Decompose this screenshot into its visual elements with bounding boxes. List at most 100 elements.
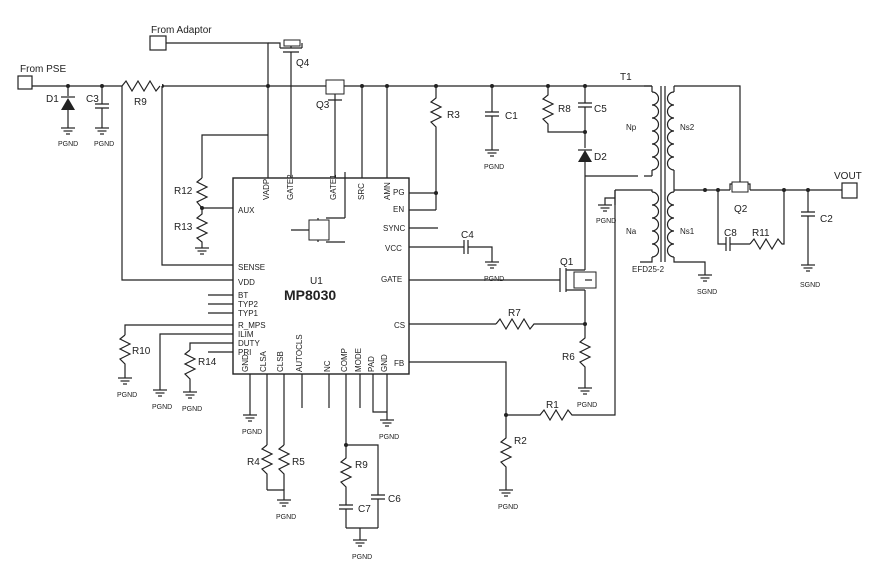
na-label: Na [626, 227, 637, 236]
vout-port: VOUT [834, 171, 862, 199]
r11-label: R11 [752, 228, 770, 239]
d1-label: D1 [46, 94, 59, 105]
r14-ground-label: PGND [182, 406, 202, 413]
diode-d2: D2 [578, 132, 607, 163]
r5-label: R5 [292, 457, 305, 468]
ic-ref-label: U1 [310, 276, 323, 287]
pin-r-mps: R_MPS [238, 321, 266, 330]
pin-src: SRC [357, 183, 366, 200]
from-pse-label: From PSE [20, 64, 66, 75]
capacitor-c5: C5 [578, 86, 607, 132]
resistor-r6: R6 PGND [562, 324, 597, 409]
capacitor-c4: C4 PGND [461, 230, 504, 283]
c2-label: C2 [820, 214, 833, 225]
capacitor-c6: C6 [371, 494, 401, 528]
resistor-r13: R13 [174, 208, 210, 255]
vout-label: VOUT [834, 171, 862, 182]
q3-label: Q3 [316, 100, 330, 111]
pin-vcc: VCC [385, 244, 402, 253]
c3-label: C3 [86, 94, 99, 105]
ilim-ground-label: PGND [152, 404, 172, 411]
pin-sync: SYNC [383, 224, 405, 233]
r10-ground-label: PGND [117, 392, 137, 399]
pin-vadp: VADP [262, 179, 271, 200]
r4-r5-ground-label: PGND [276, 514, 296, 521]
pin-pri: PRI [238, 348, 251, 357]
capacitor-c2: C2 SGND [800, 190, 833, 289]
pin-autocls: AUTOCLS [295, 334, 304, 372]
pad-ground-label: PGND [379, 434, 399, 441]
pin-gate: GATE [381, 275, 402, 284]
r4-label: R4 [247, 457, 260, 468]
r8-label: R8 [558, 104, 571, 115]
pin-bt: BT [238, 291, 248, 300]
c2-ground-label: SGND [800, 282, 820, 289]
transformer-t1: T1 Np Na PGND Ns2 Ns1 SGND EFD25-2 [596, 72, 741, 296]
mosfet-q2: Q2 [729, 176, 751, 215]
pin-en: EN [393, 205, 404, 214]
resistor-r2: R2 PGND [498, 415, 527, 511]
pin-gnd-right: GND [380, 354, 389, 372]
q4-label: Q4 [296, 58, 310, 69]
resistor-r8: R8 [541, 86, 585, 133]
r12-label: R12 [174, 186, 193, 197]
from-adaptor-port: From Adaptor [149, 25, 212, 51]
capacitor-c1: C1 PGND [484, 86, 518, 171]
efd-label: EFD25-2 [632, 265, 665, 274]
d2-label: D2 [594, 152, 607, 163]
pin-clsa: CLSA [259, 350, 268, 372]
r6-ground-label: PGND [577, 402, 597, 409]
ns1-label: Ns1 [680, 227, 695, 236]
diode-d1: D1 PGND [46, 86, 78, 148]
pin-gate2: GATE2 [286, 174, 295, 200]
na-ground-label: PGND [596, 218, 616, 225]
pin-nc: NC [323, 360, 332, 372]
pin-typ1: TYP1 [238, 309, 259, 318]
pin-amn: AMN [383, 182, 392, 200]
resistor-r11: R11 [749, 190, 785, 251]
r6-label: R6 [562, 352, 575, 363]
r1-label: R1 [546, 400, 559, 411]
mosfet-q1: Q1 [559, 257, 597, 322]
r3-label: R3 [447, 110, 460, 121]
pin-aux: AUX [238, 206, 255, 215]
ic-part-label: MP8030 [284, 287, 336, 303]
pin-duty: DUTY [238, 339, 260, 348]
resistor-r4: R4 [247, 444, 274, 490]
mosfet-q4: Q4 [268, 39, 310, 70]
d1-ground-label: PGND [58, 141, 78, 148]
c1-ground-label: PGND [484, 164, 504, 171]
c6-label: C6 [388, 494, 401, 505]
capacitor-c8: C8 [724, 228, 750, 251]
mosfet-q3: Q3 [316, 79, 345, 120]
resistor-r9-bottom: R9 [339, 445, 368, 505]
r14-label: R14 [198, 357, 217, 368]
r2-ground-label: PGND [498, 504, 518, 511]
resistor-r9-top: R9 [121, 79, 162, 108]
pin-cs: CS [394, 321, 405, 330]
ns2-label: Ns2 [680, 123, 695, 132]
resistor-r12: R12 [174, 177, 209, 209]
resistor-r3: R3 [429, 86, 460, 193]
pin-fb: FB [394, 359, 404, 368]
resistor-r10: R10 PGND [117, 334, 151, 399]
r13-label: R13 [174, 222, 193, 233]
t1-label: T1 [620, 72, 632, 83]
resistor-r7: R7 [495, 308, 585, 331]
r9-top-label: R9 [134, 97, 147, 108]
pin-clsb: CLSB [276, 351, 285, 372]
resistor-r14: R14 PGND [182, 349, 217, 413]
c3-ground-label: PGND [94, 141, 114, 148]
capacitor-c7: C7 [339, 504, 371, 528]
np-label: Np [626, 123, 637, 132]
gnd-pin-ground-label: PGND [242, 429, 262, 436]
pin-vdd: VDD [238, 278, 255, 287]
pin-typ2: TYP2 [238, 300, 259, 309]
capacitor-c3: C3 PGND [86, 86, 114, 148]
pin-pad: PAD [367, 356, 376, 372]
pin-pg: PG [393, 188, 405, 197]
c7-label: C7 [358, 504, 371, 515]
q2-label: Q2 [734, 204, 748, 215]
pin-gate1: GATE1 [329, 174, 338, 200]
pin-ilim: ILIM [238, 330, 254, 339]
